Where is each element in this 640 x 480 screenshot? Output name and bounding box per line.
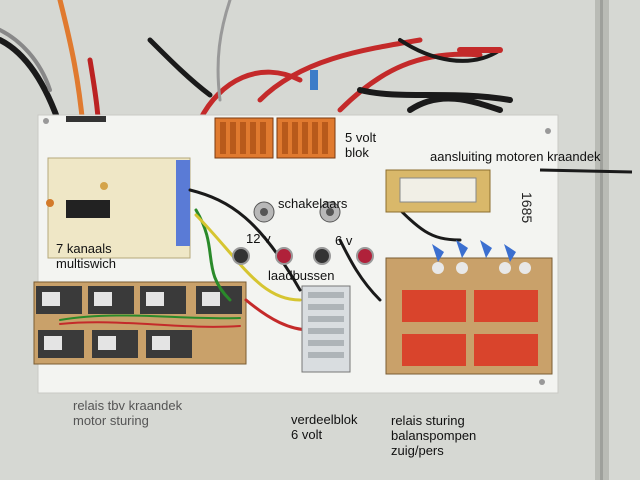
multiswitch-pcb: [46, 157, 191, 259]
charging-sockets: [232, 247, 374, 265]
toggle-switches: [253, 201, 341, 223]
top-wire-bundle: [0, 0, 513, 163]
label-6v: 6 v: [335, 233, 353, 248]
label-12v: 12 v: [246, 231, 271, 246]
label-relais-sturing: relais sturing balanspompen zuig/pers: [391, 413, 477, 458]
terminal-block-5v: [214, 117, 336, 159]
label-relais-kraandek: relais tbv kraandek motor sturing: [73, 398, 183, 428]
label-verdeelblok: verdeelblok 6 volt: [291, 412, 358, 442]
label-laadbussen: laadbussen: [268, 268, 335, 283]
relay-board-right: [385, 240, 553, 375]
handwritten-number: 1685: [519, 192, 535, 224]
label-5-volt-blok: 5 volt blok: [345, 130, 377, 160]
label-schakelaars: schakelaars: [278, 196, 348, 211]
distributor-block-6v: [301, 285, 351, 373]
motor-connector: [385, 169, 491, 213]
label-aansluiting-motoren-kraandek: aansluiting motoren kraandek: [430, 149, 601, 164]
label-7-kanaals-multiswich: 7 kanaals multiswich: [56, 241, 116, 271]
